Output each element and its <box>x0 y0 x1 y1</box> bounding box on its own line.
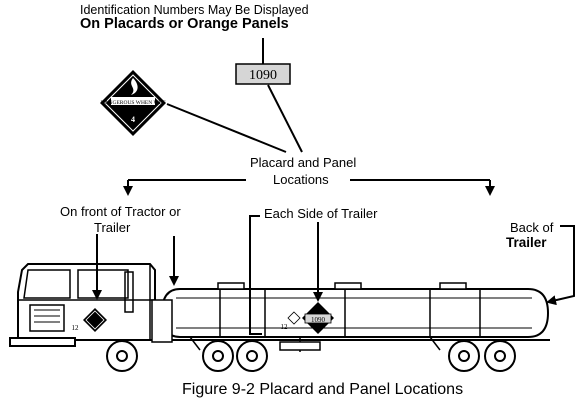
back-label-line-2: Trailer <box>506 235 547 250</box>
placard-connector-line <box>166 103 287 153</box>
locations-label-line-2: Locations <box>273 172 329 187</box>
tanker-truck <box>9 263 550 372</box>
front-placard-number: 12 <box>72 324 80 332</box>
front-label-line-2: Trailer <box>94 220 131 235</box>
side-placard-number: 12 <box>281 323 289 331</box>
panel-number: 1090 <box>249 68 277 83</box>
locations-label-line-1: Placard and Panel <box>250 155 357 170</box>
figure-caption: Figure 9-2 Placard and Panel Locations <box>182 381 464 398</box>
placard-class-number: 4 <box>131 115 135 124</box>
back-label-line-1: Back of <box>510 220 554 235</box>
header-line-1: Identification Numbers May Be Displayed <box>80 3 309 17</box>
placard-text: DANGEROUS WHEN WET <box>101 100 167 106</box>
panel-connector-line <box>267 84 303 153</box>
flame-icon <box>131 78 138 95</box>
side-bracket-line <box>249 215 262 335</box>
back-pointer-arrow <box>546 225 575 306</box>
side-placard: 1090 12 <box>281 302 334 334</box>
dangerous-when-wet-placard: DANGEROUS WHEN WET 4 <box>100 70 166 136</box>
orange-panel: 1090 <box>235 38 291 85</box>
header-line-2: On Placards or Orange Panels <box>80 16 289 32</box>
front-label-line-1: On front of Tractor or <box>60 204 181 219</box>
side-panel-number: 1090 <box>311 316 326 324</box>
tractor-cab <box>17 263 156 341</box>
locations-bracket <box>123 179 495 196</box>
front-placard: 12 <box>72 308 107 332</box>
side-label: Each Side of Trailer <box>264 206 378 221</box>
